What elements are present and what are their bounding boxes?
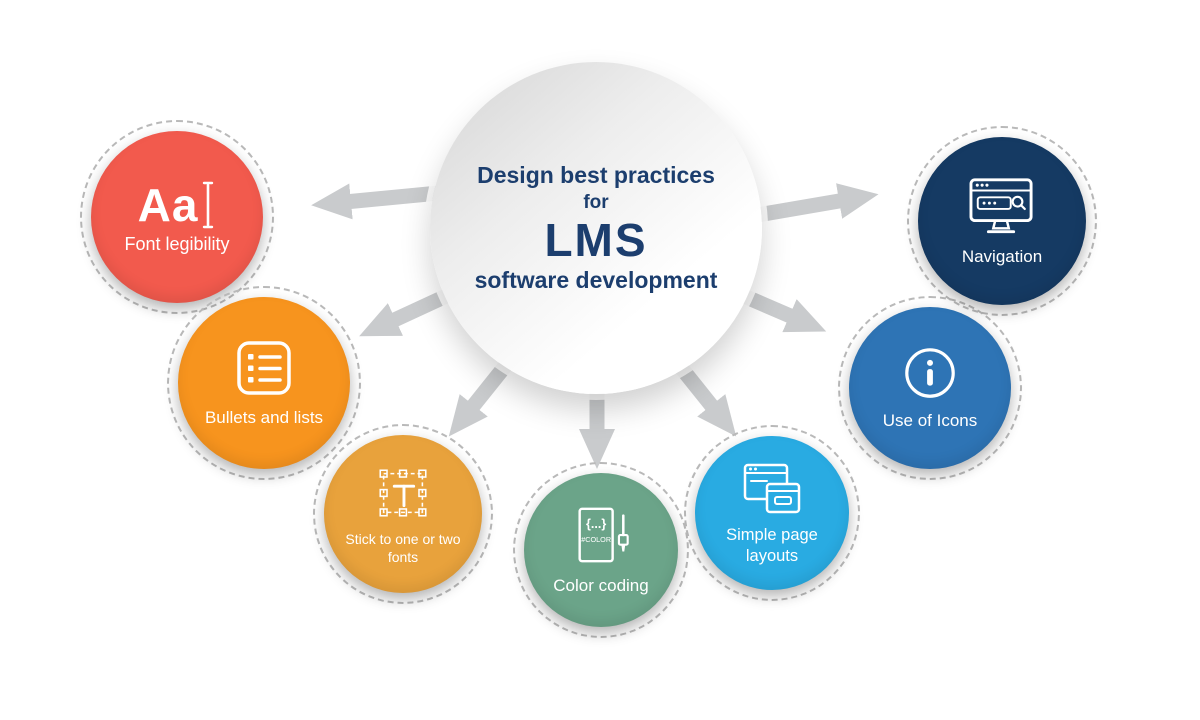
center-circle: Design best practices for LMS software d… <box>430 62 762 394</box>
monitor-navigation-icon <box>965 175 1039 239</box>
node-label: Bullets and lists <box>204 407 324 427</box>
node-navigation-disc: Navigation <box>918 137 1086 305</box>
node-navigation: Navigation <box>907 126 1097 316</box>
node-label: Stick to one or two fonts <box>345 531 461 565</box>
page-layout-icon <box>739 460 805 518</box>
node-use-of-icons-disc: Use of Icons <box>849 307 1011 469</box>
node-label: Navigation <box>961 246 1043 266</box>
hex-color-glyph: #COLOR <box>581 535 611 544</box>
center-title-line4: software development <box>474 266 718 293</box>
node-color-coding-disc: {...} #COLOR Color coding <box>524 473 678 627</box>
font-transform-icon <box>372 462 434 524</box>
code-braces-glyph: {...} <box>586 517 606 531</box>
bulleted-list-icon <box>231 338 297 400</box>
node-bullets-and-lists: Bullets and lists <box>167 286 361 480</box>
text-cursor-icon <box>203 181 214 228</box>
node-font-legibility-disc: Aa Font legibility <box>91 131 263 303</box>
node-simple-page-layouts: Simple page layouts <box>684 425 860 601</box>
node-stick-to-fonts: Stick to one or two fonts <box>313 424 493 604</box>
node-label: Simple page layouts <box>726 525 818 565</box>
color-code-document-icon: {...} #COLOR <box>568 504 634 568</box>
node-font-legibility: Aa Font legibility <box>80 120 274 314</box>
center-title-lms: LMS <box>544 214 648 267</box>
node-label: Use of Icons <box>882 410 978 430</box>
node-simple-page-layouts-disc: Simple page layouts <box>695 436 849 590</box>
font-sample-icon: Aa <box>138 179 217 231</box>
node-color-coding: {...} #COLOR Color coding <box>513 462 689 638</box>
aa-glyph: Aa <box>137 178 199 231</box>
center-title-line1: Design best practices <box>477 162 715 189</box>
node-bullets-and-lists-disc: Bullets and lists <box>178 297 350 469</box>
node-label: Font legibility <box>124 233 230 254</box>
node-label: Color coding <box>553 575 649 595</box>
node-use-of-icons: Use of Icons <box>838 296 1022 480</box>
node-stick-to-fonts-disc: Stick to one or two fonts <box>324 435 482 593</box>
info-icon <box>899 345 961 403</box>
center-title-line2: for <box>583 192 609 214</box>
